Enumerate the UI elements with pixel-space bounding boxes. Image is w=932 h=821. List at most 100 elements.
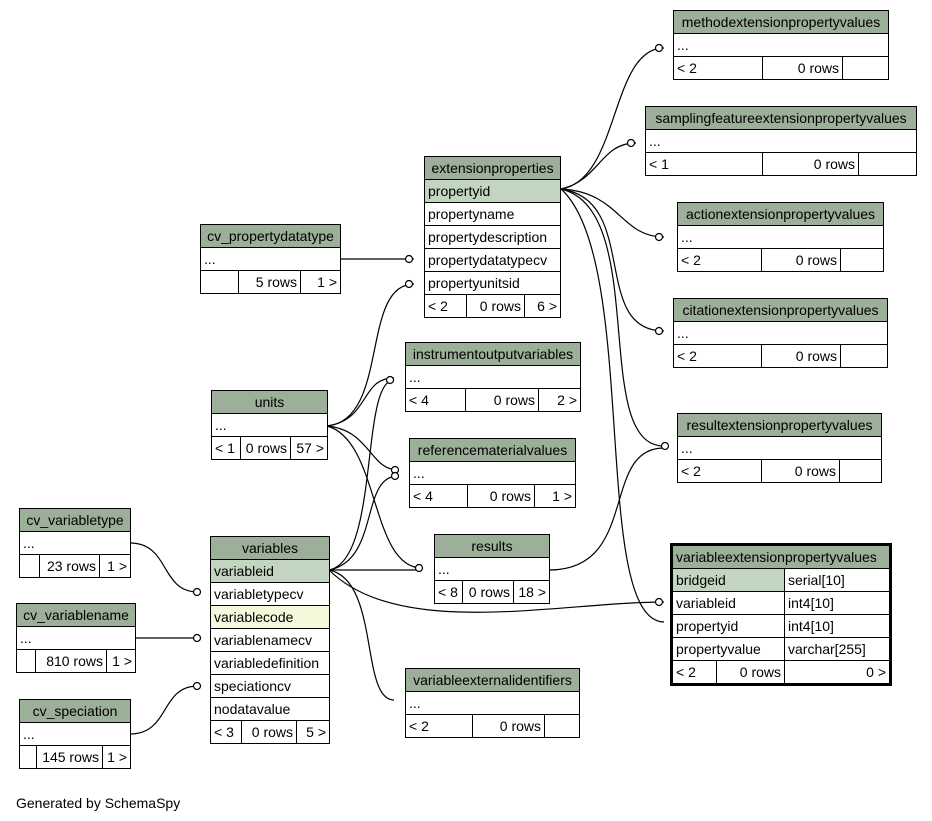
parents-count[interactable]: < 4 [410, 485, 468, 507]
children-count[interactable]: 1 > [552, 488, 572, 504]
parents-count[interactable]: < 2 [674, 57, 763, 79]
parents-count[interactable]: < 4 [406, 389, 466, 411]
column-propertyid[interactable]: propertyid int4[10] [673, 615, 889, 638]
parents-count[interactable] [20, 555, 40, 577]
table-cv-speciation[interactable]: cv_speciation ... 145 rows 1 > [19, 699, 131, 769]
edge-cvvartype-variables [129, 542, 199, 593]
column-variablecode[interactable]: variablecode [211, 606, 329, 629]
column-propertyname[interactable]: propertyname [425, 203, 560, 226]
edge-extprops-actionext [560, 188, 665, 238]
table-title[interactable]: citationextensionpropertyvalues [674, 299, 887, 322]
parents-count[interactable]: < 8 [435, 581, 463, 603]
table-variables[interactable]: variables variableid variabletypecv vari… [210, 536, 330, 744]
table-title[interactable]: referencematerialvalues [410, 439, 575, 462]
children-count[interactable]: 0 > [866, 664, 886, 680]
edge-variables-instout [328, 379, 395, 571]
parents-count[interactable]: < 2 [678, 460, 762, 482]
children-count[interactable]: 2 > [557, 392, 577, 408]
parents-count[interactable]: < 1 [646, 153, 763, 175]
table-title[interactable]: results [435, 535, 549, 558]
table-footer: < 2 0 rows [674, 57, 888, 79]
column-variableid[interactable]: variableid [211, 560, 329, 583]
children-count[interactable] [840, 460, 881, 482]
column-speciationcv[interactable]: speciationcv [211, 675, 329, 698]
placeholder-row: ... [201, 248, 340, 271]
children-count[interactable] [841, 345, 887, 367]
row-count: 0 rows [763, 153, 859, 175]
column-nodatavalue[interactable]: nodatavalue [211, 698, 329, 721]
column-variablenamecv[interactable]: variablenamecv [211, 629, 329, 652]
table-units[interactable]: units ... < 1 0 rows 57 > [211, 390, 328, 460]
parents-count[interactable]: < 2 [425, 295, 467, 317]
table-variableextensionpropertyvalues[interactable]: variableextensionpropertyvalues bridgeid… [670, 543, 892, 686]
column-propertyid[interactable]: propertyid [425, 180, 560, 203]
column-type: int4[10] [788, 595, 834, 611]
table-actionextensionpropertyvalues[interactable]: actionextensionpropertyvalues ... < 2 0 … [677, 202, 884, 272]
column-bridgeid[interactable]: bridgeid serial[10] [673, 569, 889, 592]
parents-count[interactable]: < 2 [673, 661, 717, 683]
row-count: 145 rows [37, 746, 103, 768]
table-title[interactable]: resultextensionpropertyvalues [678, 414, 881, 437]
table-title[interactable]: actionextensionpropertyvalues [678, 203, 883, 226]
children-count[interactable]: 1 > [112, 653, 132, 669]
children-count[interactable] [841, 249, 883, 271]
table-title[interactable]: samplingfeatureextensionpropertyvalues [646, 107, 916, 130]
children-count[interactable]: 5 > [306, 724, 326, 740]
table-title[interactable]: variableextensionpropertyvalues [673, 546, 889, 569]
table-title[interactable]: variableexternalidentifiers [406, 669, 579, 692]
column-propertydescription[interactable]: propertydescription [425, 226, 560, 249]
table-footer: < 2 0 rows [406, 715, 579, 737]
table-resultextensionpropertyvalues[interactable]: resultextensionpropertyvalues ... < 2 0 … [677, 413, 882, 483]
table-title[interactable]: cv_variablename [17, 604, 135, 627]
column-variabletypecv[interactable]: variabletypecv [211, 583, 329, 606]
parents-count[interactable] [17, 650, 36, 672]
column-type: int4[10] [788, 618, 834, 634]
children-count[interactable]: 1 > [107, 749, 127, 765]
table-variableexternalidentifiers[interactable]: variableexternalidentifiers ... < 2 0 ro… [405, 668, 580, 738]
parents-count[interactable]: < 2 [674, 345, 762, 367]
table-footer: 145 rows 1 > [20, 746, 130, 768]
column-propertyunitsid[interactable]: propertyunitsid [425, 272, 560, 295]
table-cv-variabletype[interactable]: cv_variabletype ... 23 rows 1 > [19, 508, 131, 578]
children-count[interactable]: 6 > [537, 298, 557, 314]
table-title[interactable]: variables [211, 537, 329, 560]
children-count[interactable]: 1 > [107, 558, 127, 574]
table-title[interactable]: cv_variabletype [20, 509, 130, 532]
table-title[interactable]: cv_speciation [20, 700, 130, 723]
column-type: varchar[255] [788, 641, 866, 657]
column-propertyvalue[interactable]: propertyvalue varchar[255] [673, 638, 889, 661]
children-count[interactable]: 18 > [518, 584, 546, 600]
parents-count[interactable] [201, 271, 239, 293]
row-count: 0 rows [467, 295, 525, 317]
parents-count[interactable]: < 2 [406, 715, 473, 737]
table-methodextensionpropertyvalues[interactable]: methodextensionpropertyvalues ... < 2 0 … [673, 10, 889, 80]
table-samplingfeatureextensionpropertyvalues[interactable]: samplingfeatureextensionpropertyvalues .… [645, 106, 917, 176]
children-count[interactable]: 1 > [317, 274, 337, 290]
table-instrumentoutputvariables[interactable]: instrumentoutputvariables ... < 4 0 rows… [405, 342, 581, 412]
table-cv-variablename[interactable]: cv_variablename ... 810 rows 1 > [16, 603, 136, 673]
children-count[interactable]: 57 > [296, 440, 324, 456]
table-title[interactable]: extensionproperties [425, 157, 560, 180]
table-cv-propertydatatype[interactable]: cv_propertydatatype ... 5 rows 1 > [200, 224, 341, 294]
table-extensionproperties[interactable]: extensionproperties propertyid propertyn… [424, 156, 561, 318]
column-variabledefinition[interactable]: variabledefinition [211, 652, 329, 675]
parents-count[interactable]: < 1 [212, 437, 241, 459]
parents-count[interactable]: < 3 [211, 721, 242, 743]
table-referencematerialvalues[interactable]: referencematerialvalues ... < 4 0 rows 1… [409, 438, 576, 508]
table-title[interactable]: instrumentoutputvariables [406, 343, 580, 366]
children-count[interactable] [545, 715, 579, 737]
table-title[interactable]: cv_propertydatatype [201, 225, 340, 248]
parents-count[interactable]: < 2 [678, 249, 762, 271]
table-title[interactable]: methodextensionpropertyvalues [674, 11, 888, 34]
children-count[interactable] [859, 153, 916, 175]
table-title[interactable]: units [212, 391, 327, 414]
table-results[interactable]: results ... < 8 0 rows 18 > [434, 534, 550, 604]
parents-count[interactable] [20, 746, 37, 768]
children-count[interactable] [843, 57, 888, 79]
table-citationextensionpropertyvalues[interactable]: citationextensionpropertyvalues ... < 2 … [673, 298, 888, 368]
column-propertydatatypecv[interactable]: propertydatatypecv [425, 249, 560, 272]
column-variableid[interactable]: variableid int4[10] [673, 592, 889, 615]
row-count: 0 rows [762, 460, 840, 482]
row-count: 0 rows [762, 345, 841, 367]
table-footer: < 2 0 rows [678, 249, 883, 271]
